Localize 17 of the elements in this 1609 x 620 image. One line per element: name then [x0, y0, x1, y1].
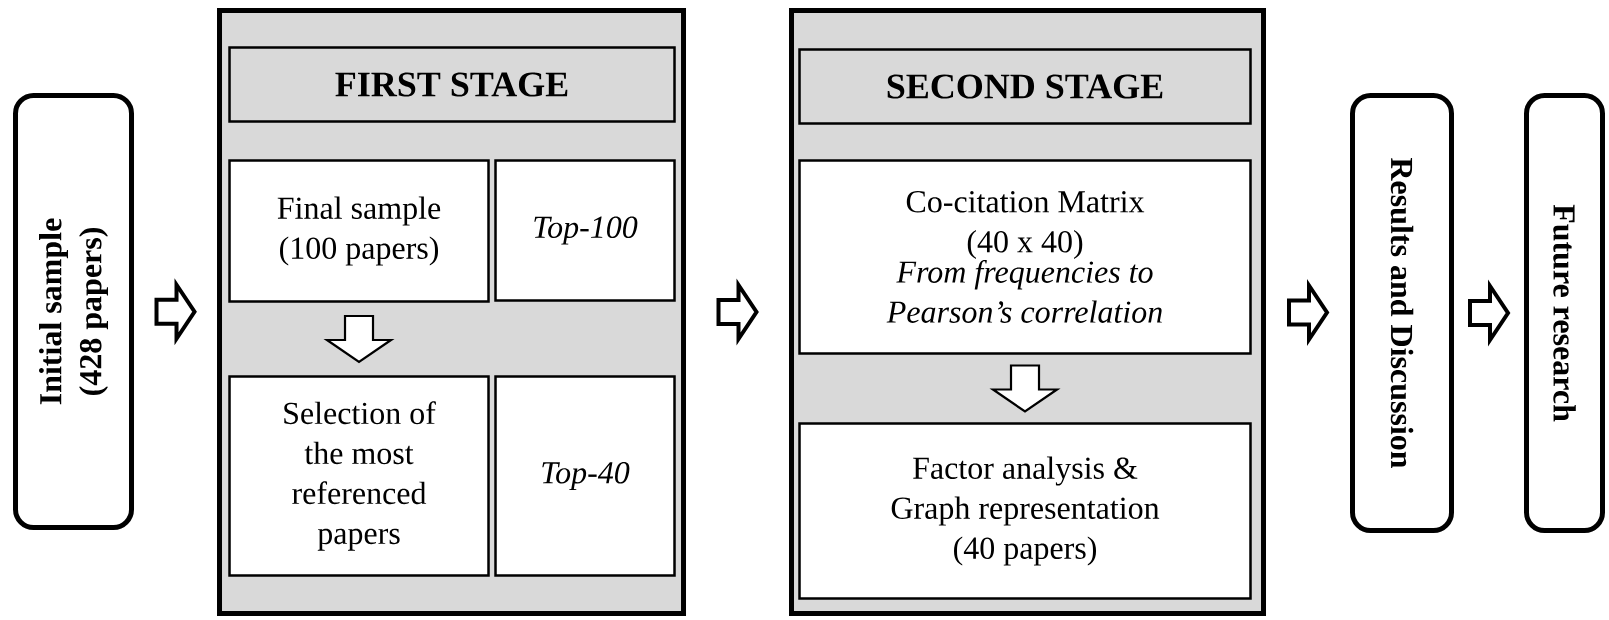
process-box: Co-citation Matrix (40 x 40) From frequencies to Pearson’s correlation: [798, 159, 1252, 355]
block-arrow: [716, 278, 759, 346]
step-box: Initial sample (428 papers): [13, 93, 134, 530]
block-arrow: [1468, 279, 1511, 347]
block-arrow: [989, 364, 1061, 413]
stage-heading: SECOND STAGE: [798, 48, 1252, 125]
label-box: Top-40: [494, 375, 676, 577]
label-box: Top-100: [494, 159, 676, 302]
block-arrow: [323, 314, 395, 364]
block-arrow: [154, 278, 197, 346]
process-box: Selection of the most referenced papers: [228, 375, 490, 577]
process-box: Final sample (100 papers): [228, 159, 490, 303]
process-box: Factor analysis & Graph representation (40 papers): [798, 422, 1252, 600]
step-box: Future research: [1524, 93, 1605, 533]
block-arrow: [1287, 278, 1330, 347]
step-box: Results and Discussion: [1350, 93, 1454, 533]
stage-heading: FIRST STAGE: [228, 46, 676, 123]
